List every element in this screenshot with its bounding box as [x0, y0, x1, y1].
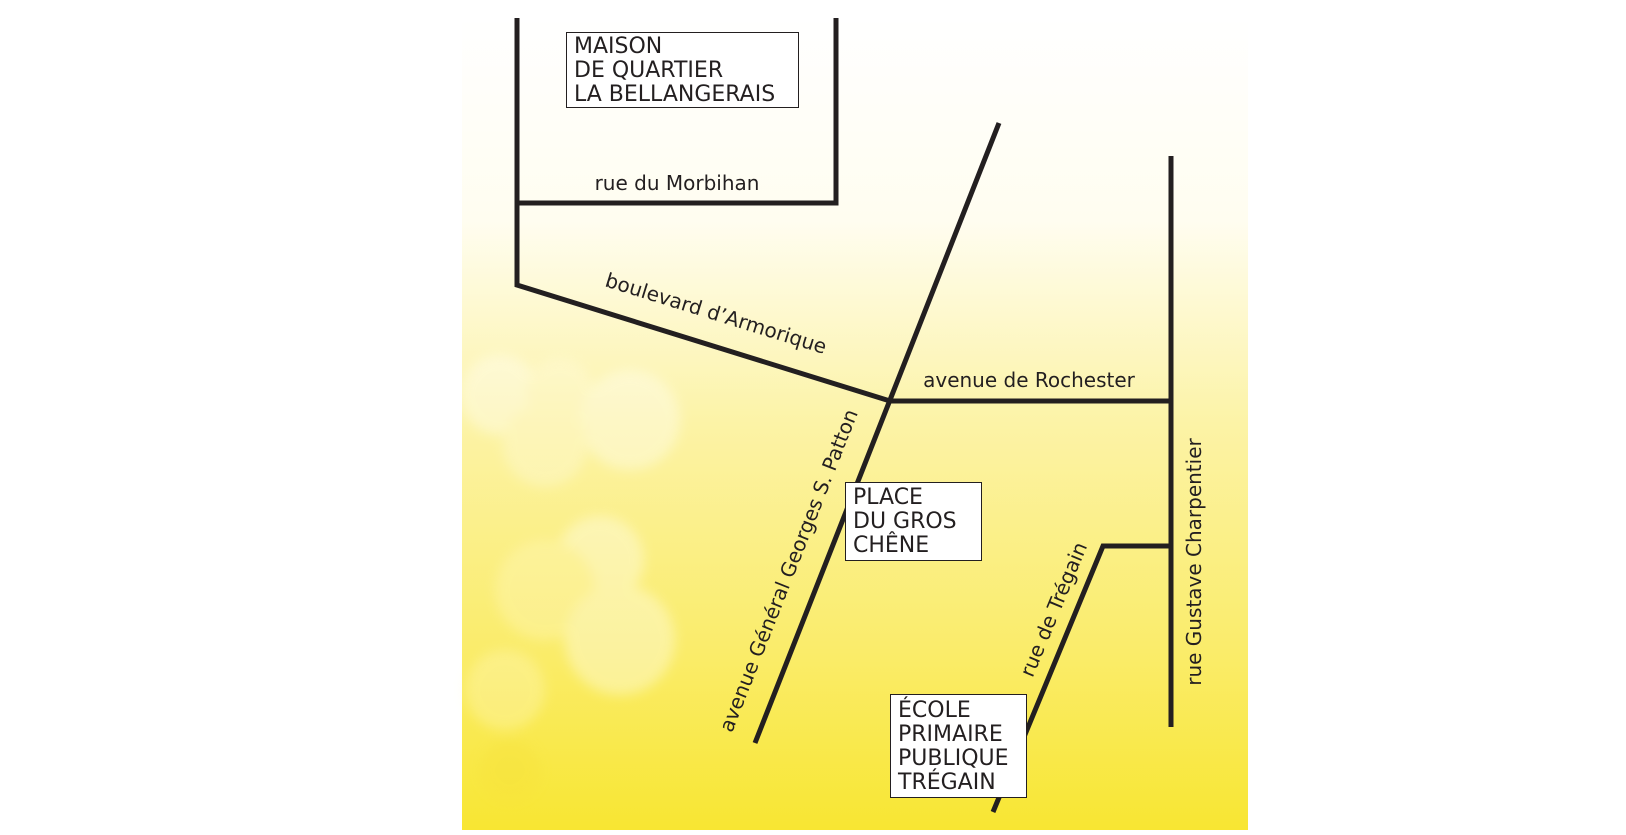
- place-gros-chene: PLACE DU GROS CHÊNE: [845, 482, 982, 561]
- label-rue-charpentier: rue Gustave Charpentier: [1182, 437, 1206, 685]
- road-morbihan-loop: [514, 18, 839, 206]
- road-rue-tregain: [990, 543, 1171, 813]
- place-ecole-line-3: PUBLIQUE: [898, 746, 1009, 771]
- road-avenue-patton: [752, 122, 1002, 744]
- place-maison-line-2: DE QUARTIER: [574, 58, 724, 83]
- roads: [514, 18, 1174, 813]
- place-ecole-tregain: ÉCOLE PRIMAIRE PUBLIQUE TRÉGAIN: [890, 694, 1027, 798]
- place-ecole-line-4: TRÉGAIN: [898, 770, 996, 795]
- label-rue-du-morbihan: rue du Morbihan: [595, 171, 760, 195]
- place-gros-chene-line-1: PLACE: [853, 485, 923, 510]
- place-maison-quartier: MAISON DE QUARTIER LA BELLANGERAIS: [566, 32, 799, 108]
- place-ecole-line-2: PRIMAIRE: [898, 722, 1003, 747]
- label-avenue-rochester: avenue de Rochester: [923, 368, 1136, 392]
- place-gros-chene-line-2: DU GROS: [853, 509, 957, 534]
- bokeh-decoration: [460, 355, 680, 800]
- place-maison-line-3: LA BELLANGERAIS: [574, 82, 776, 107]
- place-ecole-line-1: ÉCOLE: [898, 698, 971, 723]
- place-maison-line-1: MAISON: [574, 34, 663, 59]
- road-boulevard-armorique: [514, 203, 891, 404]
- place-gros-chene-line-3: CHÊNE: [853, 533, 930, 558]
